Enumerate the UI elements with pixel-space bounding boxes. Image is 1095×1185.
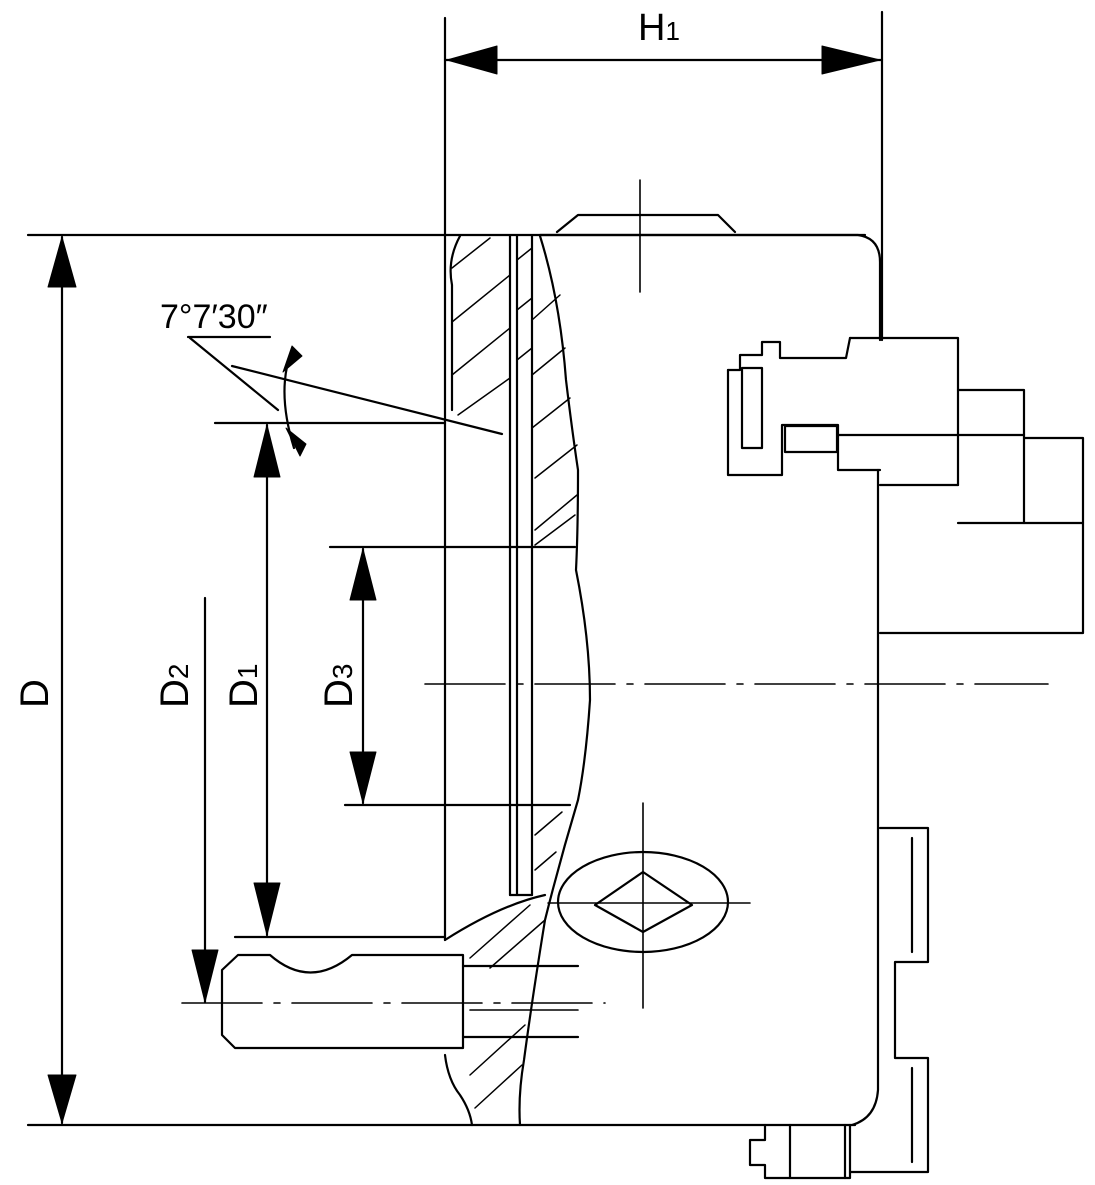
h1-subscript: 1 [665, 16, 679, 46]
bolt-outline [220, 953, 465, 1050]
upper-jaw [726, 336, 1085, 635]
d-arrow-bottom [47, 1074, 77, 1124]
hatch-line [531, 397, 571, 429]
hatch-line [534, 514, 576, 546]
d-arrow-top [47, 236, 77, 288]
chuck-body [443, 179, 882, 1127]
d1-arrow-top [253, 424, 281, 478]
body-outline [538, 233, 882, 342]
h1-arrow-right [821, 45, 881, 75]
bottom-jaw-stub [748, 1123, 852, 1180]
hatch-line [451, 327, 511, 376]
lower-face-profile [443, 893, 547, 942]
section-hatching [451, 237, 578, 1109]
body-right-side [850, 468, 880, 1127]
inner-taper-profile [518, 234, 592, 1127]
d3-subscript: 3 [327, 664, 358, 680]
hatch-line [516, 247, 533, 261]
jaw-step-outline [848, 336, 1085, 635]
h1-arrow-left [446, 45, 498, 75]
d-label: D [13, 679, 57, 708]
jaw-key-body [726, 368, 882, 477]
d2-subscript: 2 [163, 664, 194, 680]
d3-label: D3 [317, 664, 361, 708]
front-face-profile [449, 234, 462, 412]
d1-label: D1 [222, 664, 266, 708]
d2-label: D2 [153, 664, 197, 708]
hatch-line [451, 237, 491, 269]
angle-arrow-top [282, 345, 303, 373]
hatch-line [451, 274, 511, 323]
pinion-square-socket [593, 870, 694, 934]
d3-dimension: D3 [317, 545, 577, 807]
jaw-key-profile [726, 336, 852, 372]
h1-dimension: H1 [443, 7, 884, 942]
d2-arrow-bottom [191, 949, 219, 1003]
d3-arrow-top [349, 548, 377, 601]
angle-label: 7°7′30″ [160, 298, 268, 336]
hatch-line [457, 377, 511, 416]
lower-body-profile [443, 1053, 474, 1127]
angle-annotation: 7°7′30″ [160, 298, 504, 457]
top-slot-piece [555, 213, 737, 234]
h1-label: H1 [638, 7, 680, 49]
d-dimension: D [13, 233, 867, 1127]
d2-dimension: D2 [153, 596, 219, 1004]
hatch-line [474, 1064, 523, 1109]
bottom-stub-outline [748, 1123, 852, 1180]
hatch-line [516, 297, 533, 311]
hatch-line [469, 904, 531, 959]
d3-arrow-bottom [349, 751, 377, 804]
taper-extension-line [230, 364, 504, 436]
hatch-line [516, 347, 533, 361]
pinion-key-view [547, 802, 751, 1009]
lower-jaw [848, 826, 930, 1174]
angle-arrow-bottom [285, 427, 307, 457]
jaw-nut [783, 424, 839, 454]
hatch-line [489, 919, 546, 969]
d1-subscript: 1 [232, 664, 263, 680]
hatch-line [469, 1024, 526, 1076]
hatch-line [531, 294, 561, 321]
hatch-line [534, 811, 563, 836]
mounting-bolt [181, 953, 606, 1050]
d1-arrow-bottom [253, 882, 281, 936]
hatch-line [534, 444, 578, 479]
jaw-key-slot [740, 366, 764, 450]
angle-leader [188, 336, 280, 412]
hatch-line [534, 851, 557, 871]
hatch-line [531, 347, 566, 376]
hatch-line [534, 494, 578, 531]
lower-jaw-outline [848, 826, 930, 1174]
d1-dimension: D1 [213, 421, 447, 939]
